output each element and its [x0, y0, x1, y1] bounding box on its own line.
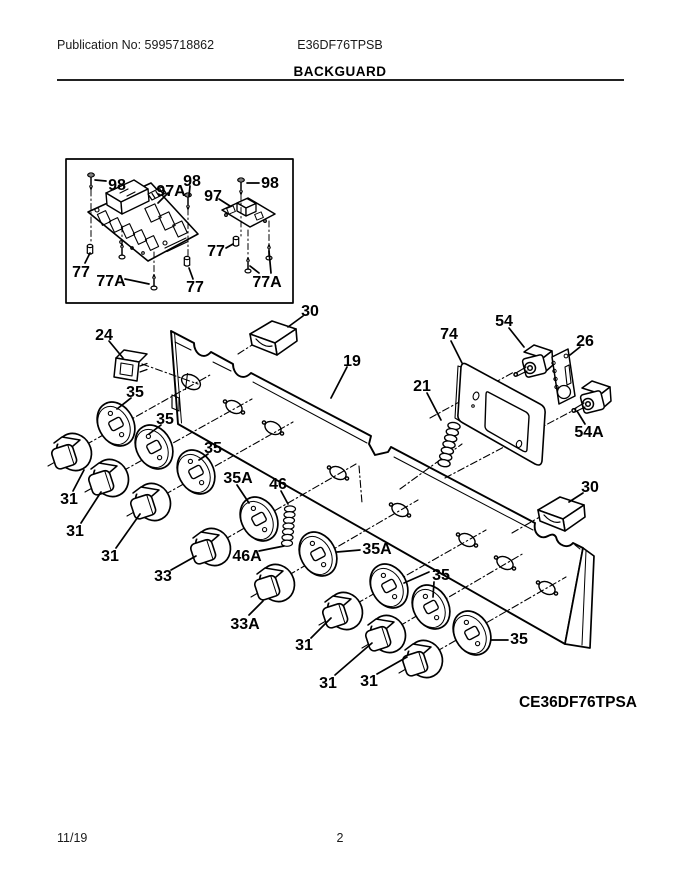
- callout-label: 35: [204, 440, 222, 457]
- callout-label: 35A: [362, 541, 392, 558]
- control-knob-31: [363, 608, 413, 660]
- leader-lines: [72, 179, 586, 676]
- callout-label: 30: [581, 479, 599, 496]
- callout-label: 77A: [252, 274, 282, 291]
- trim-disc-35: [444, 603, 500, 663]
- callout-label: 33: [154, 568, 172, 585]
- callout-label: 46: [269, 476, 287, 493]
- backguard-panel-19: [170, 330, 595, 649]
- callout-label: 21: [413, 378, 431, 395]
- control-knob-31: [400, 633, 450, 685]
- knob-shaft-hole: [261, 420, 285, 436]
- knob-shaft-hole: [326, 465, 350, 481]
- callout-label: 35: [510, 631, 528, 648]
- control-knob-31: [320, 585, 370, 637]
- callout-label: 35: [126, 384, 144, 401]
- callout-label: 31: [295, 637, 313, 654]
- header-divider: [57, 79, 624, 81]
- knob-shaft-hole: [535, 580, 559, 596]
- model-number: E36DF76TPSB: [297, 38, 383, 52]
- panel-holes: [180, 372, 559, 596]
- trim-disc-35: [361, 556, 417, 616]
- callout-label: 31: [360, 673, 378, 690]
- callout-label: 98: [108, 177, 126, 194]
- knob-shaft-hole: [388, 502, 412, 518]
- assembly-code: CE36DF76TPSA: [519, 694, 637, 711]
- control-knob-31: [86, 452, 136, 504]
- control-board-large: [87, 179, 199, 262]
- rocker-switch-24: [113, 349, 148, 382]
- callout-label: 98: [261, 175, 279, 192]
- callout-label: 97: [204, 188, 222, 205]
- callout-label: 26: [576, 333, 594, 350]
- callout-label: 35: [432, 567, 450, 584]
- callout-label: 46A: [232, 548, 262, 565]
- callout-label: 30: [301, 303, 319, 320]
- panel-slot-hole: [171, 394, 180, 412]
- callout-label: 31: [66, 523, 84, 540]
- trim-disc-35a: [231, 489, 287, 549]
- mounting-bracket-74: [454, 362, 546, 466]
- callout-labels: 98 97A 98 97 98 77 77A 77 77 77A 30 19 2…: [60, 173, 637, 711]
- knob-shaft-hole: [455, 532, 479, 548]
- callout-label: 31: [101, 548, 119, 565]
- callout-label: 77: [207, 243, 225, 260]
- callout-label: 98: [183, 173, 201, 190]
- trim-disc-35: [403, 577, 459, 637]
- inset-centerlines: [90, 189, 270, 273]
- callout-label: 74: [440, 326, 458, 343]
- callout-label: 33A: [230, 616, 260, 633]
- callout-label: 97A: [156, 183, 186, 200]
- callout-label: 24: [95, 327, 113, 344]
- callout-label: 19: [343, 353, 361, 370]
- callout-label: 77: [72, 264, 90, 281]
- control-knob-33a: [252, 557, 302, 609]
- control-knob-33: [188, 521, 238, 573]
- publication-number: Publication No: 5995718862: [57, 38, 215, 52]
- callout-label: 35A: [223, 470, 253, 487]
- knob-shaft-hole: [493, 555, 517, 571]
- spring-46: [280, 505, 297, 547]
- callout-label: 77: [186, 279, 204, 296]
- switch-54: [513, 344, 554, 379]
- pcb-26: [551, 348, 576, 405]
- footer-date-code: 11/19: [57, 831, 88, 845]
- page-title: BACKGUARD: [293, 64, 387, 79]
- callout-label: 77A: [96, 273, 126, 290]
- connector-97a: [147, 186, 167, 201]
- callout-label: 31: [60, 491, 78, 508]
- callout-label: 35: [156, 411, 174, 428]
- mounting-clip-30: [537, 496, 586, 532]
- callout-label: 54: [495, 313, 513, 330]
- trim-disc-35a: [290, 524, 346, 584]
- callout-label: 54A: [574, 424, 604, 441]
- spring-21: [436, 420, 462, 469]
- switch-54a: [571, 380, 612, 415]
- callout-label: 31: [319, 675, 337, 692]
- knob-shaft-hole: [222, 399, 246, 415]
- panel-end-cap: [564, 547, 595, 649]
- footer-page-number: 2: [336, 831, 344, 845]
